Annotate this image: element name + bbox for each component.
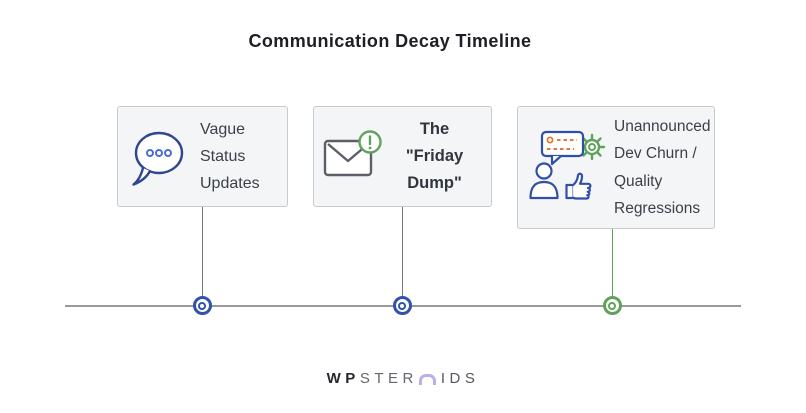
envelope-alert-icon: [322, 129, 384, 185]
stage-label-line: Dump": [407, 174, 462, 192]
timeline-marker-inner-ring: [198, 301, 206, 310]
stage-label: Unannounced Dev Churn / Quality Regressi…: [614, 113, 711, 223]
logo-text-ids: IDS: [440, 370, 480, 387]
timeline-marker-inner-ring: [608, 301, 616, 310]
timeline-marker-3: [602, 296, 622, 315]
stage-label-line: Updates: [200, 175, 260, 192]
stage-label-line: "Friday: [405, 147, 464, 165]
stage-label-line: Quality: [614, 172, 663, 190]
connector-line-1: [201, 207, 204, 296]
stage-label: The "Friday Dump": [384, 116, 485, 197]
timeline-marker-1: [192, 296, 212, 315]
stage-card-vague-status-updates: Vague Status Updates: [117, 106, 288, 207]
speech-bubble-icon: [130, 127, 188, 187]
stage-label-line: Status: [200, 148, 246, 165]
stage-card-dev-churn-regressions: Unannounced Dev Churn / Quality Regressi…: [517, 106, 715, 229]
logo-text-wp: WP: [326, 370, 360, 387]
connector-line-3: [611, 229, 614, 296]
timeline-marker-2: [392, 296, 412, 315]
stage-label-line: Regressions: [614, 200, 701, 217]
connector-line-2: [401, 207, 404, 296]
page-title: Communication Decay Timeline: [248, 31, 532, 51]
stage-label-line: The: [419, 120, 450, 138]
arch-o-icon: [418, 374, 436, 385]
stage-label: Vague Status Updates: [200, 116, 260, 197]
stage-label-line: Unannounced: [614, 117, 711, 135]
stage-label-line: Vague: [200, 121, 246, 138]
stage-label-line: Dev Churn /: [614, 145, 697, 162]
timeline-marker-inner-ring: [398, 301, 406, 310]
logo-text-ster: STER: [359, 370, 418, 387]
stage-card-friday-dump: The "Friday Dump": [313, 106, 492, 207]
team-churn-gear-icon: [527, 127, 611, 209]
